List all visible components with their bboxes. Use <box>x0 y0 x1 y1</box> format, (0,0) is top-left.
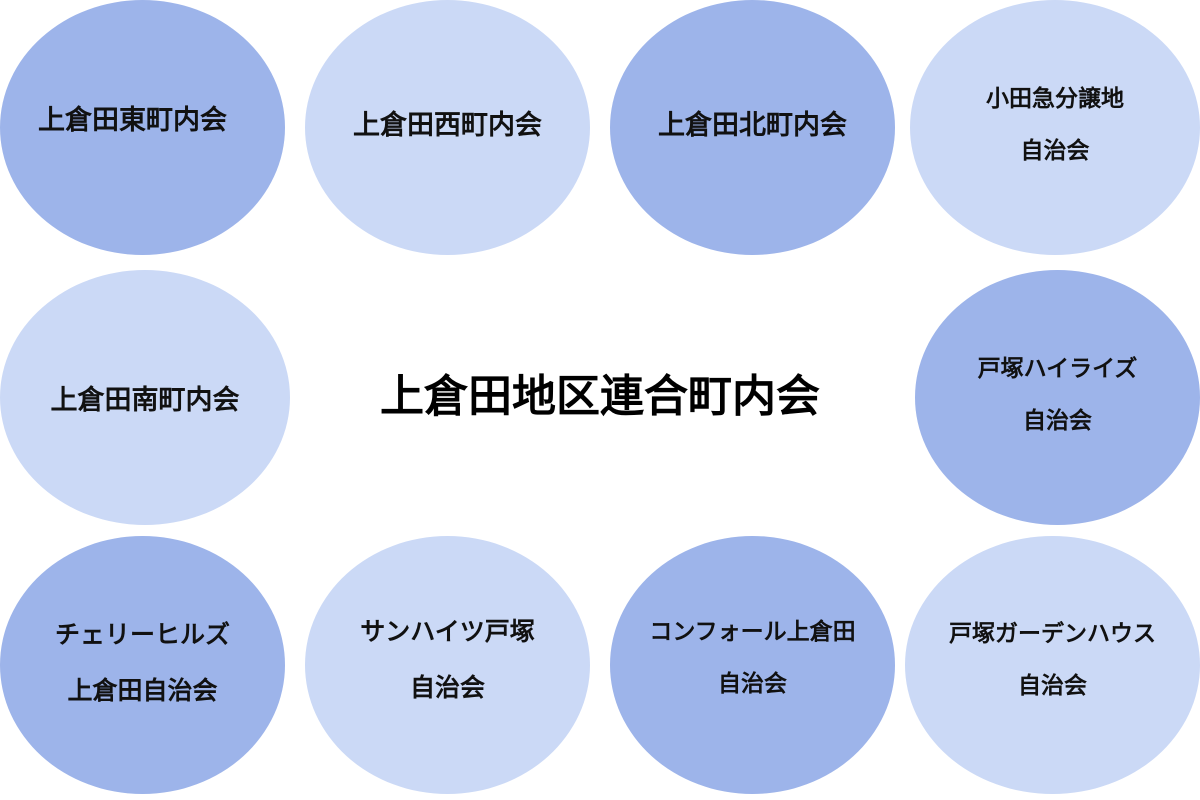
node-totsuka-highrise: 戸塚ハイライズ 自治会 <box>915 270 1200 525</box>
node-label-line2: 自治会 <box>1023 408 1092 434</box>
node-cherry-hills: チェリーヒルズ 上倉田自治会 <box>0 536 285 794</box>
node-label: 上倉田西町内会 <box>353 110 542 141</box>
center-title: 上倉田地区連合町内会 <box>380 371 820 422</box>
node-label-line1: 戸塚ガーデンハウス <box>949 621 1156 647</box>
node-label-line1: コンフォール上倉田 <box>649 618 856 645</box>
node-label-line2: 自治会 <box>718 670 787 697</box>
node-kamikurata-nishi: 上倉田西町内会 <box>305 0 590 255</box>
node-label: 上倉田北町内会 <box>658 110 847 141</box>
node-label-line1: サンハイツ戸塚 <box>360 617 535 646</box>
node-label-line2: 上倉田自治会 <box>67 675 218 705</box>
node-label: 上倉田南町内会 <box>50 385 240 416</box>
node-kamikurata-kita: 上倉田北町内会 <box>610 0 895 255</box>
node-sunheights-totsuka: サンハイツ戸塚 自治会 <box>305 536 590 794</box>
node-label-line2: 自治会 <box>1020 138 1090 164</box>
node-label-line1: チェリーヒルズ <box>54 619 230 649</box>
node-totsuka-garden-house: 戸塚ガーデンハウス 自治会 <box>905 536 1200 794</box>
node-kamikurata-minami: 上倉田南町内会 <box>0 270 290 525</box>
node-label-line2: 自治会 <box>409 673 485 702</box>
node-label-line1: 小田急分譲地 <box>986 86 1124 112</box>
node-label-line1: 戸塚ハイライズ <box>977 356 1138 382</box>
node-kamikurata-higashi: 上倉田東町内会 <box>0 0 285 255</box>
node-confort-kamikurata: コンフォール上倉田 自治会 <box>610 536 895 794</box>
node-label-line2: 自治会 <box>1018 673 1087 699</box>
node-label: 上倉田東町内会 <box>38 105 227 136</box>
node-odakyu-bunjochi: 小田急分譲地 自治会 <box>910 0 1200 255</box>
